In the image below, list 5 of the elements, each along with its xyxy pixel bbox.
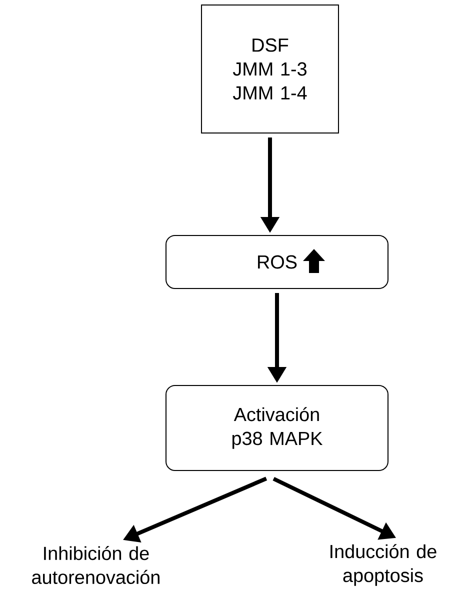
outcome-text: Inhibición de autorenovación: [32, 546, 160, 584]
process-box: Activación p38 MAPK: [166, 385, 388, 471]
compound-box: DSF JMM 1-3 JMM 1-4: [201, 4, 339, 134]
outcome-text: Inducción de apoptosis: [330, 544, 436, 586]
process-box: ROS: [166, 235, 388, 289]
